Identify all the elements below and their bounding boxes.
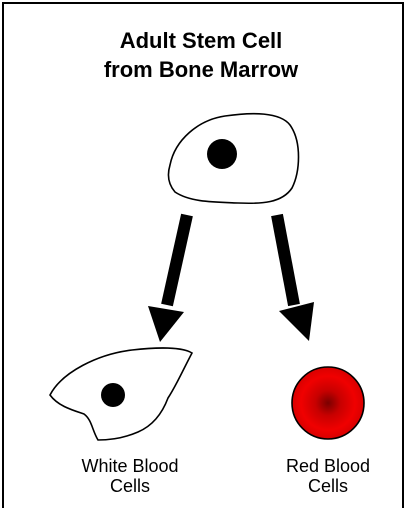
white-label-line-2: Cells: [55, 476, 205, 496]
red-blood-cell: [292, 367, 364, 439]
arrow-to-white-blood-cells: [148, 215, 187, 342]
stem-cell-nucleus: [207, 139, 237, 169]
white-blood-cells-label: White Blood Cells: [55, 456, 205, 496]
red-label-line-2: Cells: [253, 476, 403, 496]
white-blood-cell-nucleus: [101, 383, 125, 407]
stem-cell: [168, 114, 298, 204]
red-blood-cell-body: [292, 367, 364, 439]
white-blood-cell: [50, 348, 192, 440]
arrow-to-red-blood-cells: [277, 215, 314, 341]
white-label-line-1: White Blood: [55, 456, 205, 476]
red-label-line-1: Red Blood: [253, 456, 403, 476]
red-blood-cells-label: Red Blood Cells: [253, 456, 403, 496]
